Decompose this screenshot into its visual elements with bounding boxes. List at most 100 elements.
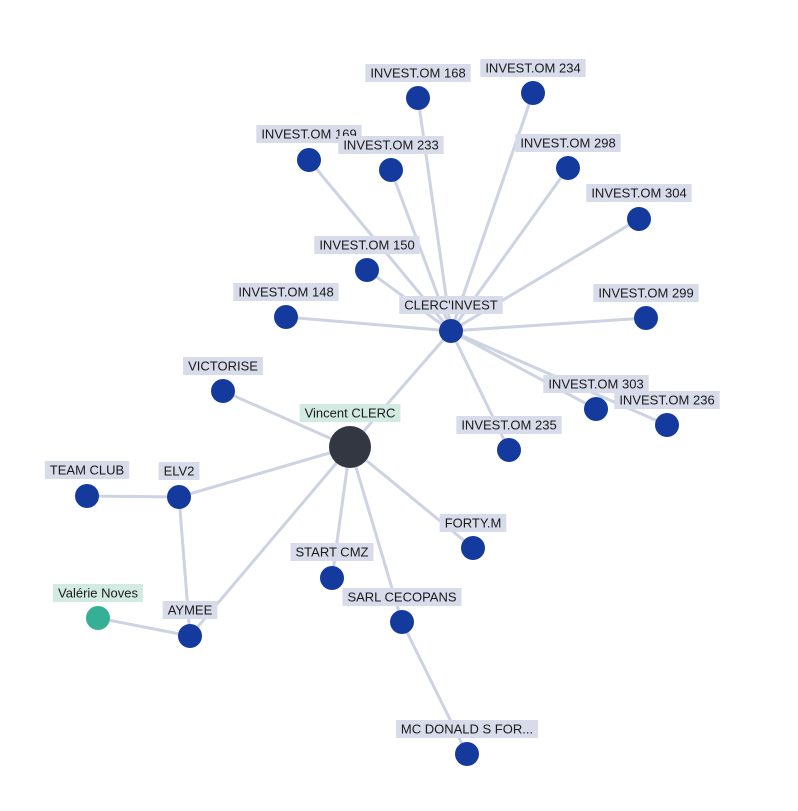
node-invest-om-234[interactable]: INVEST.OM 234 [480,59,586,105]
node-elv2[interactable]: ELV2 [158,462,200,509]
node-label: START CMZ [296,544,369,559]
company-node-circle[interactable] [297,148,321,172]
node-invest-om-235[interactable]: INVEST.OM 235 [456,416,562,462]
node-sarl-cecopans[interactable]: SARL CECOPANS [342,588,462,634]
node-forty-m[interactable]: FORTY.M [439,514,507,560]
node-label: VICTORISE [188,358,258,373]
company-node-circle[interactable] [497,438,521,462]
company-node-circle[interactable] [320,566,344,590]
node-invest-om-304[interactable]: INVEST.OM 304 [586,184,692,231]
node-team-club[interactable]: TEAM CLUB [44,461,130,508]
node-label: INVEST.OM 235 [461,417,556,432]
company-node-circle[interactable] [556,156,580,180]
node-invest-om-169[interactable]: INVEST.OM 169 [256,125,362,172]
edge-n20-n21 [96,616,192,638]
node-label-background [53,584,143,602]
node-label-background [233,283,339,301]
node-invest-om-168[interactable]: INVEST.OM 168 [365,64,471,110]
company-node-circle[interactable] [406,86,430,110]
node-invest-om-236[interactable]: INVEST.OM 236 [614,391,720,437]
company-node-circle[interactable] [439,319,463,343]
node-label-background [439,514,507,532]
node-val-rie-noves[interactable]: Valérie Noves [53,584,143,630]
node-label: INVEST.OM 303 [548,376,643,391]
node-label: INVEST.OM 150 [319,237,414,252]
node-invest-om-303[interactable]: INVEST.OM 303 [543,375,649,421]
node-label: ELV2 [164,463,195,478]
node-label-background [183,357,263,375]
edge-n1-n3 [449,91,535,333]
company-node-circle[interactable] [461,536,485,560]
node-label-background [543,375,649,393]
node-label-background [314,236,420,254]
edge-n0-n1 [348,329,453,449]
node-label-background [480,59,586,77]
node-label-background [290,543,374,561]
node-label: MC DONALD S FOR... [401,721,533,736]
edge-n16-n15 [85,494,181,499]
node-invest-om-299[interactable]: INVEST.OM 299 [593,284,699,330]
node-victorise[interactable]: VICTORISE [183,357,263,403]
edge-n0-n14 [221,389,352,449]
node-label: INVEST.OM 233 [343,137,438,152]
node-invest-om-148[interactable]: INVEST.OM 148 [233,283,339,329]
node-label-background [299,404,401,422]
company-node-circle[interactable] [274,305,298,329]
node-label-background [593,284,699,302]
node-label: INVEST.OM 304 [591,185,686,200]
company-node-circle[interactable] [167,485,191,509]
person-node-circle[interactable] [86,606,110,630]
node-label-background [456,416,562,434]
node-invest-om-233[interactable]: INVEST.OM 233 [338,136,444,182]
node-invest-om-298[interactable]: INVEST.OM 298 [515,134,621,180]
node-label-background [342,588,462,606]
node-label-background [365,64,471,82]
company-node-circle[interactable] [627,207,651,231]
node-label: CLERC'INVEST [404,297,498,312]
node-start-cmz[interactable]: START CMZ [290,543,374,590]
node-label: FORTY.M [445,515,502,530]
node-label: INVEST.OM 168 [370,65,465,80]
company-node-circle[interactable] [390,610,414,634]
company-node-circle[interactable] [211,379,235,403]
node-mc-donald-s-for[interactable]: MC DONALD S FOR... [395,720,539,766]
edge-n1-n11 [449,329,598,411]
node-label: Valérie Noves [58,585,138,600]
company-node-circle[interactable] [521,81,545,105]
company-node-circle[interactable] [178,624,202,648]
company-node-circle[interactable] [75,484,99,508]
person-node-circle[interactable] [329,426,371,468]
edge-n1-n9 [284,315,453,333]
node-label: AYMEE [168,602,213,617]
node-label-background [586,184,692,202]
node-label-background [614,391,720,409]
node-label: Vincent CLERC [305,405,396,420]
node-label-background [256,125,362,143]
node-label: INVEST.OM 236 [619,392,714,407]
node-aymee[interactable]: AYMEE [162,601,218,648]
node-label-background [162,601,218,619]
node-label: INVEST.OM 148 [238,284,333,299]
company-node-circle[interactable] [584,397,608,421]
edge-layer [85,91,669,756]
company-node-circle[interactable] [379,158,403,182]
node-label-background [44,461,130,479]
node-label: TEAM CLUB [50,462,124,477]
node-label-background [515,134,621,152]
edge-n1-n7 [449,217,641,333]
node-label: INVEST.OM 169 [261,126,356,141]
node-vincent-clerc[interactable]: Vincent CLERC [299,404,401,468]
node-label-background [395,720,539,738]
company-node-circle[interactable] [355,258,379,282]
edge-n0-n16 [177,445,352,499]
company-node-circle[interactable] [455,742,479,766]
node-invest-om-150[interactable]: INVEST.OM 150 [314,236,420,282]
node-label-background [338,136,444,154]
company-node-circle[interactable] [634,306,658,330]
company-node-circle[interactable] [655,413,679,437]
node-label: INVEST.OM 234 [485,60,580,75]
node-clerc-invest[interactable]: CLERC'INVEST [399,296,503,343]
edge-n1-n10 [449,316,648,333]
